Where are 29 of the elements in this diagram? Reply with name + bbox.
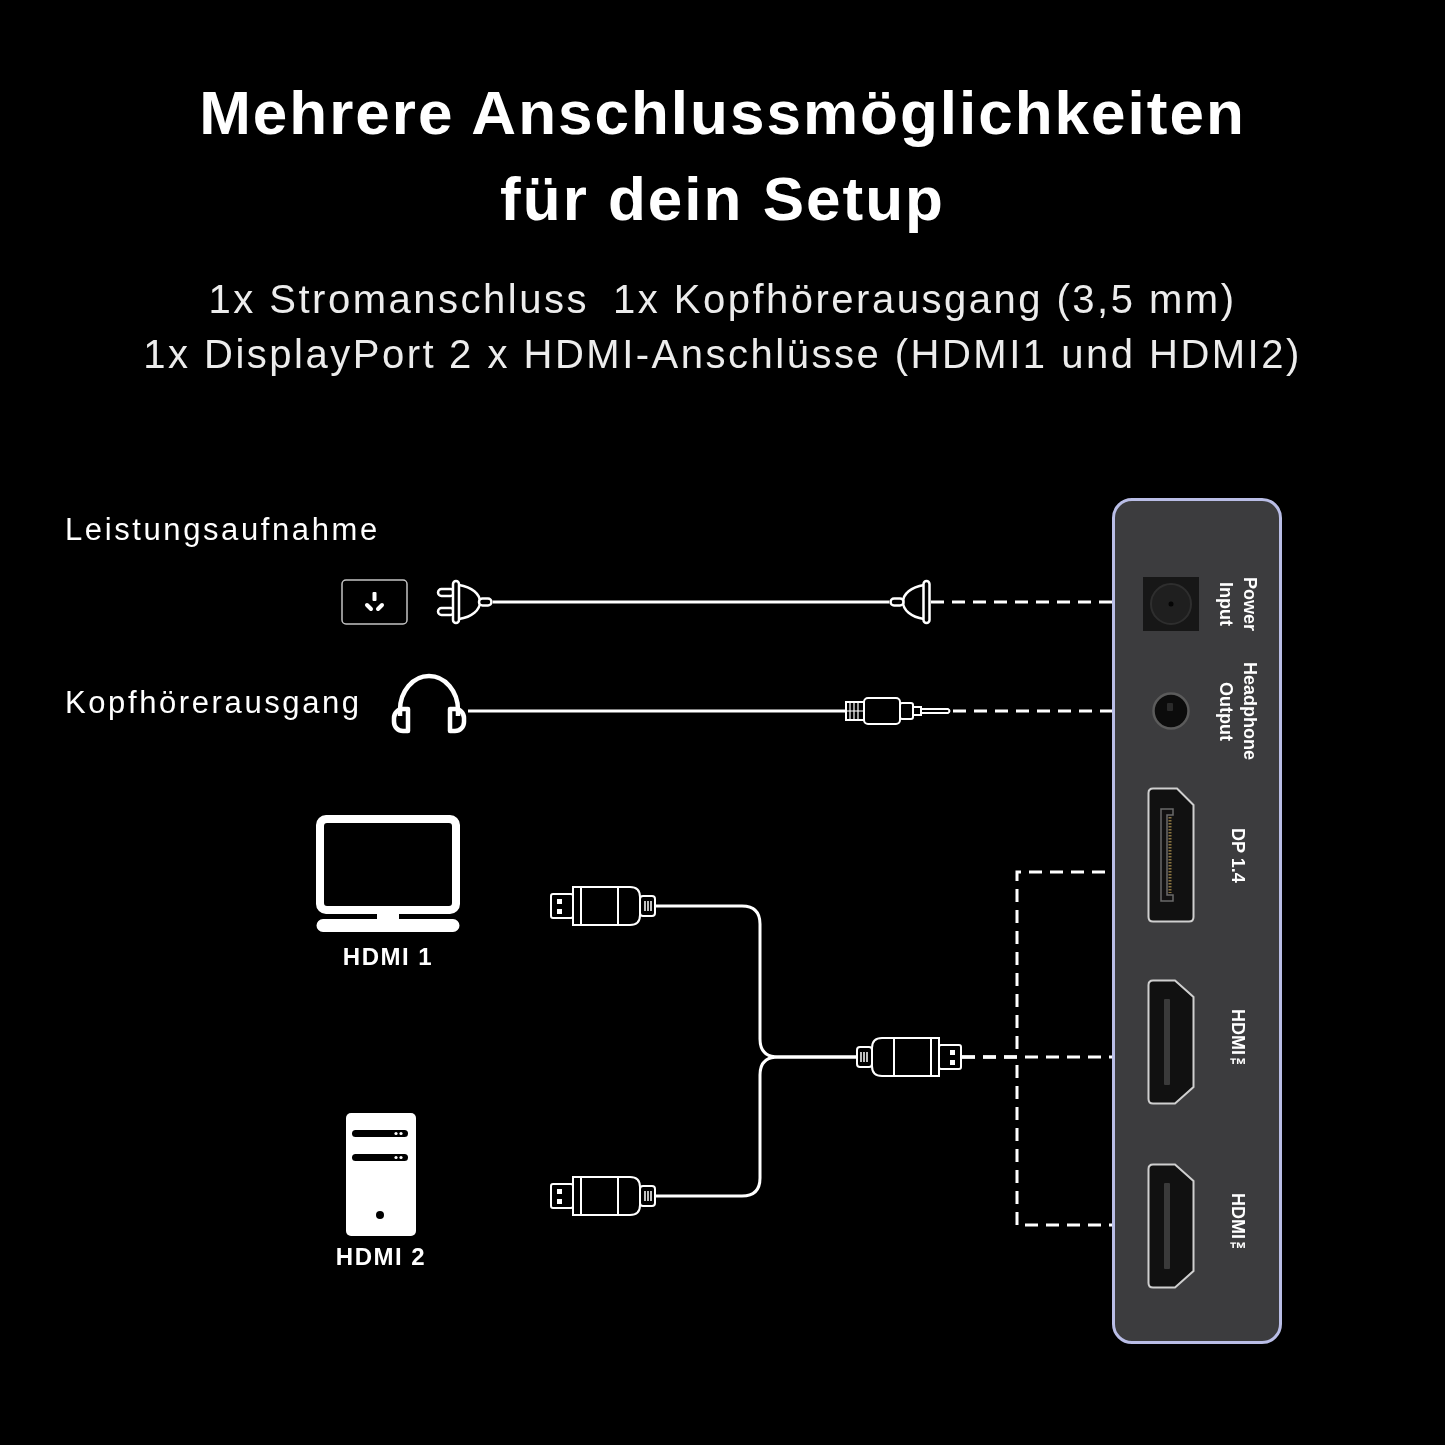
port-panel <box>1112 498 1282 1344</box>
cable-line <box>468 709 845 713</box>
port-label: HDMI™ <box>1227 1008 1249 1077</box>
spec-text: 2 x HDMI-Anschlüsse (HDMI1 und HDMI2) <box>449 331 1302 378</box>
headphones-icon <box>390 672 468 734</box>
audio-jack-plug-icon <box>845 697 953 725</box>
title: Mehrere Anschlussmöglichkeiten für dein Setup <box>198 77 1247 235</box>
cable-line <box>656 1055 856 1198</box>
row-label: Kopfhörerausgang <box>65 684 362 722</box>
port-label: Headphone Output <box>1215 661 1261 762</box>
cable-line <box>493 600 889 604</box>
hdmi-plug-icon <box>550 1174 656 1218</box>
port-label: DP 1.4 <box>1227 826 1249 885</box>
dashed-connector-line <box>953 709 1112 713</box>
port-label: Power Input <box>1215 576 1261 633</box>
device-label: HDMI 2 <box>334 1242 428 1272</box>
hdmi-plug-icon <box>550 884 656 928</box>
dashed-connector-line <box>931 600 1112 604</box>
port-label: HDMI™ <box>1227 1192 1249 1261</box>
dashed-connector-line <box>962 1055 1112 1227</box>
device-label: HDMI 1 <box>341 942 435 972</box>
row-label: Leistungsaufnahme <box>65 511 380 549</box>
hdmi-plug-icon <box>856 1035 962 1079</box>
wall-socket-icon <box>341 579 408 625</box>
spec-text: 1x DisplayPort <box>143 331 437 378</box>
spec-text: 1x Stromanschluss <box>208 276 589 323</box>
power-connector-icon <box>889 579 931 625</box>
spec-text: 1x Kopfhörerausgang (3,5 mm) <box>612 276 1237 323</box>
power-plug-icon <box>436 579 493 625</box>
